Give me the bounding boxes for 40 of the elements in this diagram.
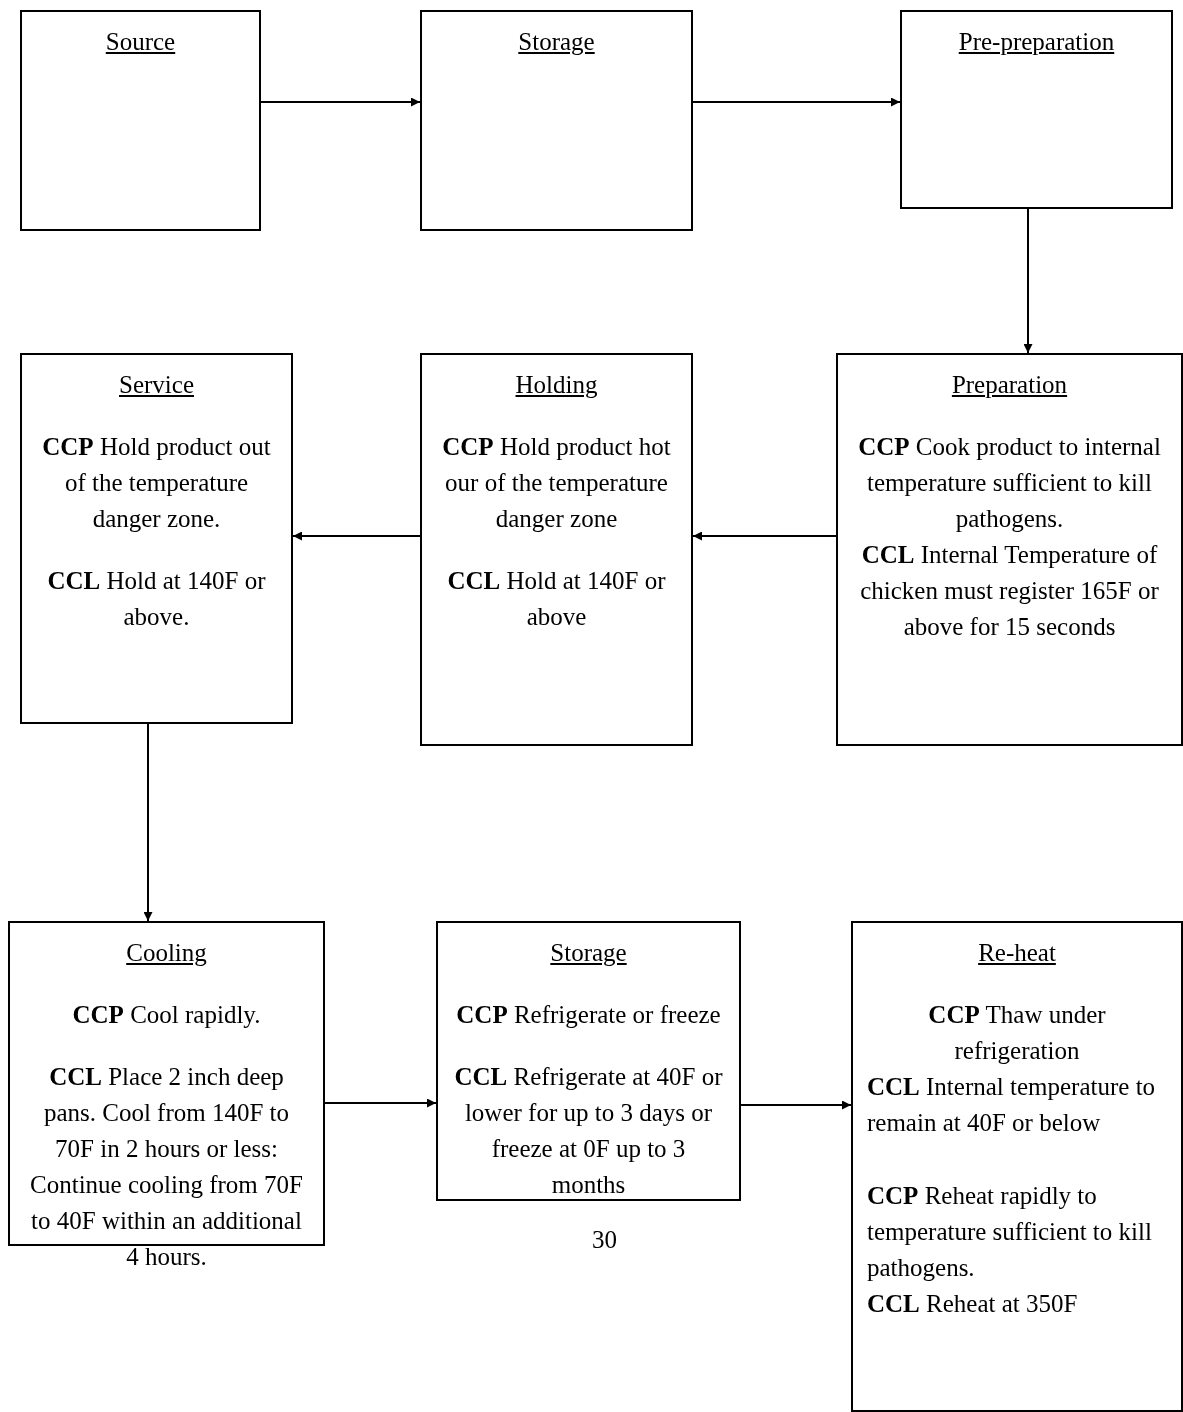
step-heading: Preparation xyxy=(951,370,1068,400)
arrow xyxy=(143,723,153,922)
step-description: CCP Cool rapidly. xyxy=(72,1000,261,1030)
step-description: CCL Internal temperature to remain at 40F or below xyxy=(867,1072,1157,1138)
process-box xyxy=(851,921,1183,1412)
step-description: CCL Hold at 140F or above xyxy=(446,566,667,632)
arrow xyxy=(692,97,901,107)
step-description: CCP Hold product out of the temperature danger zone. xyxy=(41,432,272,534)
process-box xyxy=(900,10,1173,209)
process-box xyxy=(20,10,261,231)
step-description: CCP Reheat rapidly to temperature sufficient to kill pathogens. xyxy=(867,1181,1153,1283)
arrow xyxy=(692,531,837,541)
arrow xyxy=(260,97,421,107)
arrow xyxy=(292,531,421,541)
step-description: CCP Refrigerate or freeze xyxy=(456,1000,721,1030)
step-heading: Re-heat xyxy=(978,938,1056,968)
step-description: CCL Internal Temperature of chicken must register 165F or above for 15 seconds xyxy=(859,540,1160,642)
step-description: CCP Cook product to internal temperature sufficient to kill pathogens. xyxy=(857,432,1162,534)
arrow xyxy=(1023,208,1033,354)
page-number: 30 xyxy=(592,1225,617,1255)
process-box xyxy=(436,921,741,1201)
arrow xyxy=(324,1098,437,1108)
step-description: CCL Refrigerate at 40F or lower for up to 3 days or freeze at 0F up to 3 months xyxy=(453,1062,724,1200)
step-heading: Storage xyxy=(518,27,595,57)
step-heading: Cooling xyxy=(126,938,207,968)
process-box xyxy=(836,353,1183,746)
step-description: CCL Reheat at 350F xyxy=(867,1289,1079,1319)
step-heading: Service xyxy=(119,370,194,400)
arrow xyxy=(740,1100,852,1110)
step-heading: Storage xyxy=(550,938,627,968)
step-description: CCP Thaw under refrigeration xyxy=(927,1000,1107,1066)
step-description: CCL Place 2 inch deep pans. Cool from 140F to 70F in 2 hours or less: Continue cooling from 70F to 40F within an additional 4 hours. xyxy=(29,1062,304,1272)
step-description: CCL Hold at 140F or above. xyxy=(46,566,267,632)
step-heading: Holding xyxy=(515,370,598,400)
step-heading: Pre-preparation xyxy=(958,27,1115,57)
process-box xyxy=(420,353,693,746)
step-heading: Source xyxy=(105,27,176,57)
process-box xyxy=(20,353,293,724)
process-box xyxy=(420,10,693,231)
step-description: CCP Hold product hot our of the temperature danger zone xyxy=(441,432,672,534)
